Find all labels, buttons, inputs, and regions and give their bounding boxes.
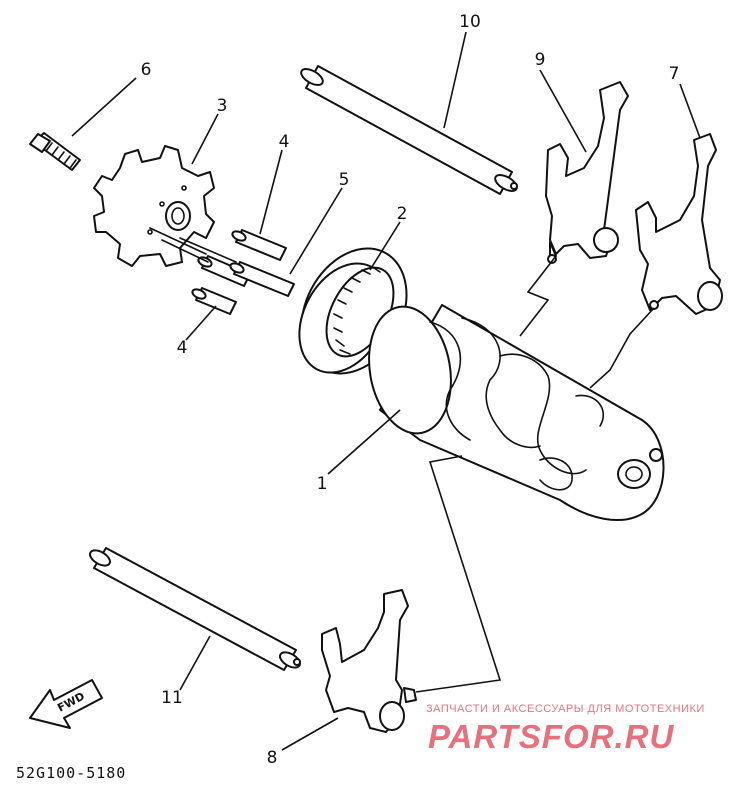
callout-7: 7 xyxy=(669,64,680,84)
watermark-subtitle: ЗАПЧАСТИ И АКСЕССУАРЫ ДЛЯ МОТОТЕХНИКИ xyxy=(426,703,705,715)
shift-fork-9 xyxy=(545,81,629,264)
callout-3: 3 xyxy=(217,96,228,116)
callout-1: 1 xyxy=(317,474,328,494)
callout-4-upper: 4 xyxy=(279,132,290,152)
shift-fork-8 xyxy=(321,589,417,733)
pin-guide-lines xyxy=(149,227,237,263)
shift-shaft-upper xyxy=(300,65,518,195)
shift-drum xyxy=(368,304,665,521)
shift-shaft-lower xyxy=(89,547,301,671)
callout-2: 2 xyxy=(397,204,408,224)
callout-8: 8 xyxy=(267,748,278,768)
callout-11: 11 xyxy=(161,688,183,708)
drawing-code: 52G100-5180 xyxy=(16,764,126,782)
callout-9: 9 xyxy=(535,50,546,70)
callout-numbers: 1 2 3 4 4 5 6 7 8 9 10 11 xyxy=(141,12,680,768)
connection-lines xyxy=(415,255,655,693)
shift-fork-7 xyxy=(635,133,723,315)
fwd-direction-arrow: FWD xyxy=(29,679,103,729)
callout-leaders xyxy=(71,31,701,751)
screw-bolt xyxy=(29,132,81,171)
long-pin xyxy=(229,261,295,297)
watermark-brand: PARTSFOR.RU xyxy=(428,718,674,755)
dowel-pin-lower xyxy=(191,287,237,315)
shift-drum-segment xyxy=(93,145,215,267)
dowel-pin-upper xyxy=(231,229,287,261)
callout-5: 5 xyxy=(339,170,350,190)
watermark: ЗАПЧАСТИ И АКСЕССУАРЫ ДЛЯ МОТОТЕХНИКИ PA… xyxy=(426,703,705,755)
callout-4-lower: 4 xyxy=(177,338,188,358)
callout-10: 10 xyxy=(459,12,481,32)
callout-6: 6 xyxy=(141,60,152,80)
